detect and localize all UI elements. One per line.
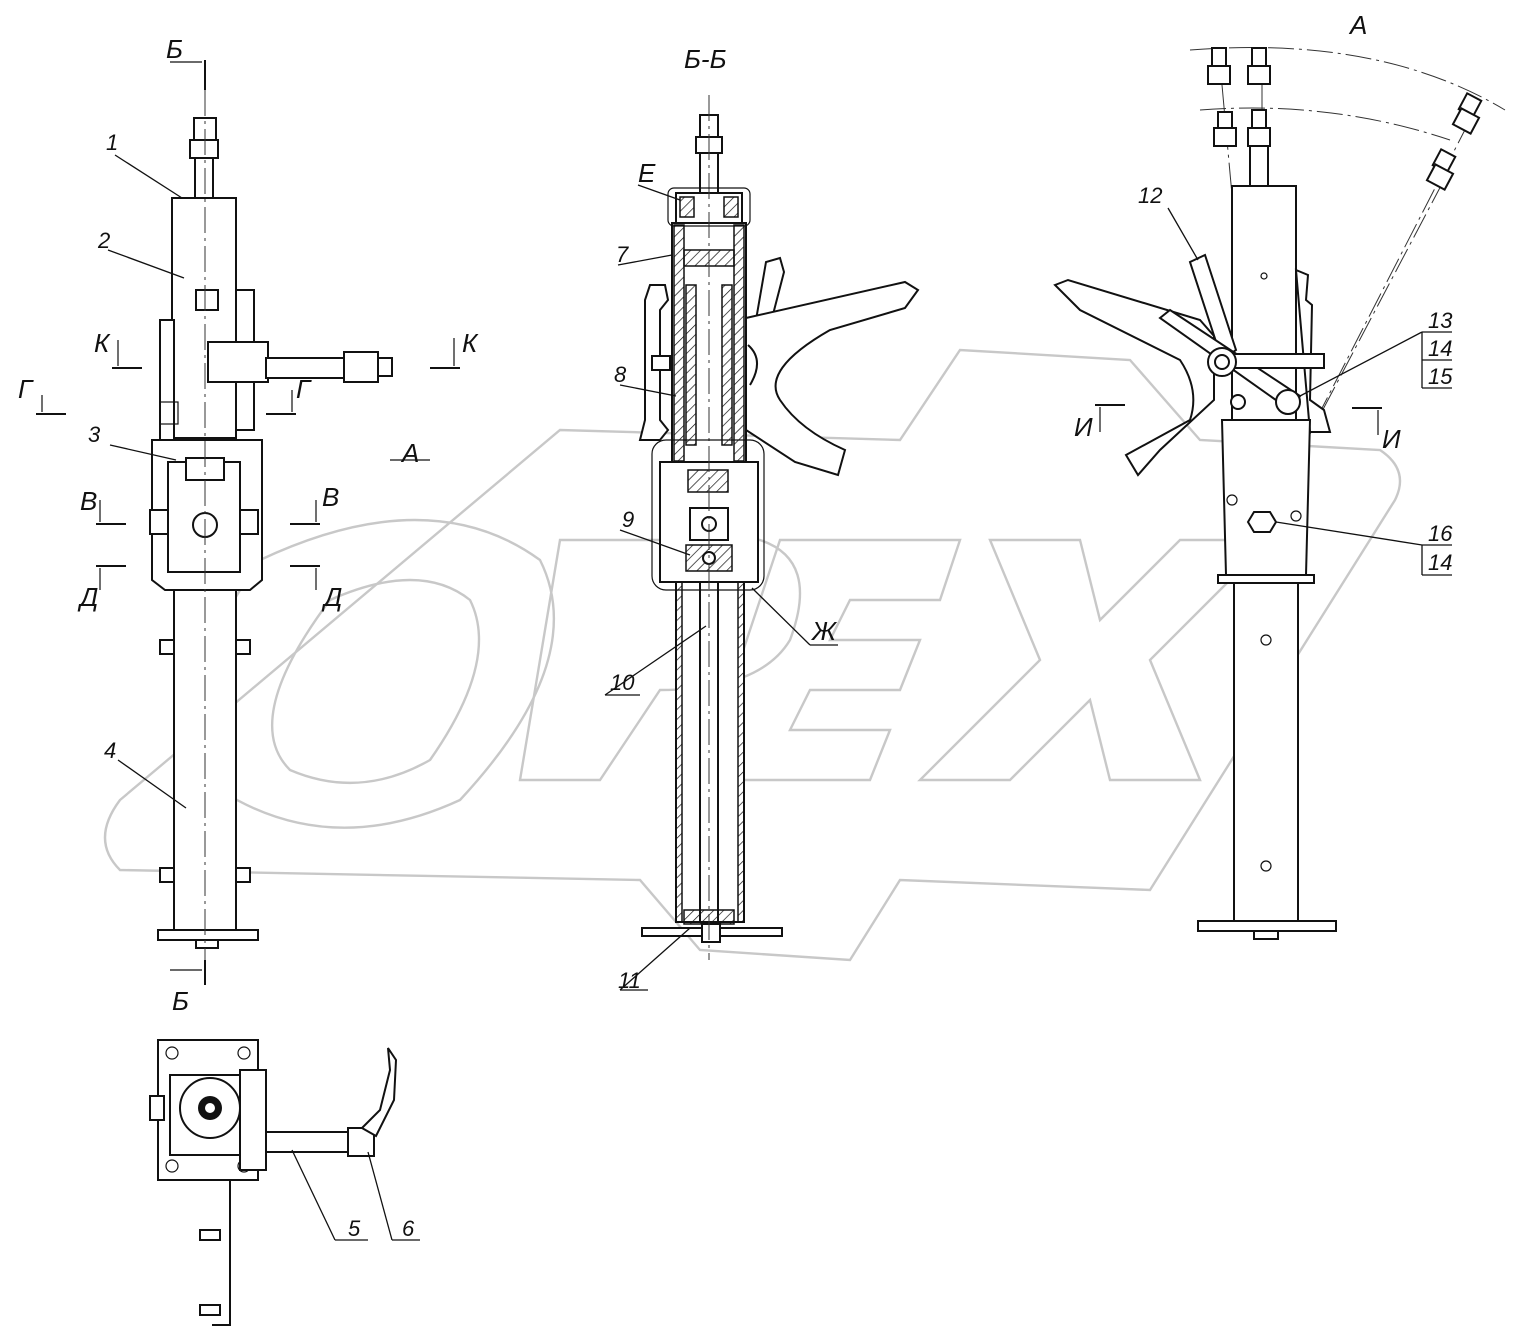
section-view	[638, 95, 920, 960]
part-label-14b: 14	[1428, 550, 1452, 575]
section-title: Б-Б	[684, 44, 727, 74]
label-e: Е	[638, 158, 656, 188]
label-d-right: Д	[321, 582, 342, 612]
part-label-14a: 14	[1428, 336, 1452, 361]
label-v-left: В	[80, 486, 97, 516]
part-label-3: 3	[88, 422, 101, 447]
part-label-11: 11	[618, 968, 641, 993]
label-i-right: И	[1382, 424, 1401, 454]
part-label-8: 8	[614, 362, 627, 387]
label-g-right: Г	[296, 374, 312, 404]
part-label-16: 16	[1428, 521, 1453, 546]
label-view-b-top: Б	[166, 34, 183, 64]
watermark-logo	[103, 348, 1402, 962]
part-label-13: 13	[1428, 308, 1453, 333]
bottom-view	[149, 1039, 398, 1326]
leader-lines	[36, 154, 1452, 1241]
label-i-left: И	[1074, 412, 1093, 442]
part-label-10: 10	[610, 670, 635, 695]
part-label-15: 15	[1428, 364, 1453, 389]
part-label-4: 4	[104, 738, 116, 763]
side-view	[1053, 47, 1506, 940]
part-label-7: 7	[616, 242, 629, 267]
label-view-a-arrow: А	[400, 438, 419, 468]
label-zh: Ж	[810, 616, 838, 646]
part-label-6: 6	[402, 1216, 415, 1241]
label-g-left: Г	[18, 374, 34, 404]
label-k-right: К	[462, 328, 479, 358]
part-label-2: 2	[97, 228, 110, 253]
label-view-a-top: А	[1348, 10, 1367, 40]
label-k-left: К	[94, 328, 111, 358]
front-view	[149, 60, 393, 985]
label-v-right: В	[322, 482, 339, 512]
part-label-12: 12	[1138, 183, 1162, 208]
part-label-5: 5	[348, 1216, 361, 1241]
label-d-left: Д	[77, 582, 98, 612]
drawing-labels: Б Б Б-Б А А К К Г Г В В Д Д Е Ж И И 1 2 …	[18, 10, 1453, 1241]
part-label-1: 1	[106, 130, 118, 155]
part-label-9: 9	[622, 507, 634, 532]
label-view-b-bottom: Б	[172, 986, 189, 1016]
